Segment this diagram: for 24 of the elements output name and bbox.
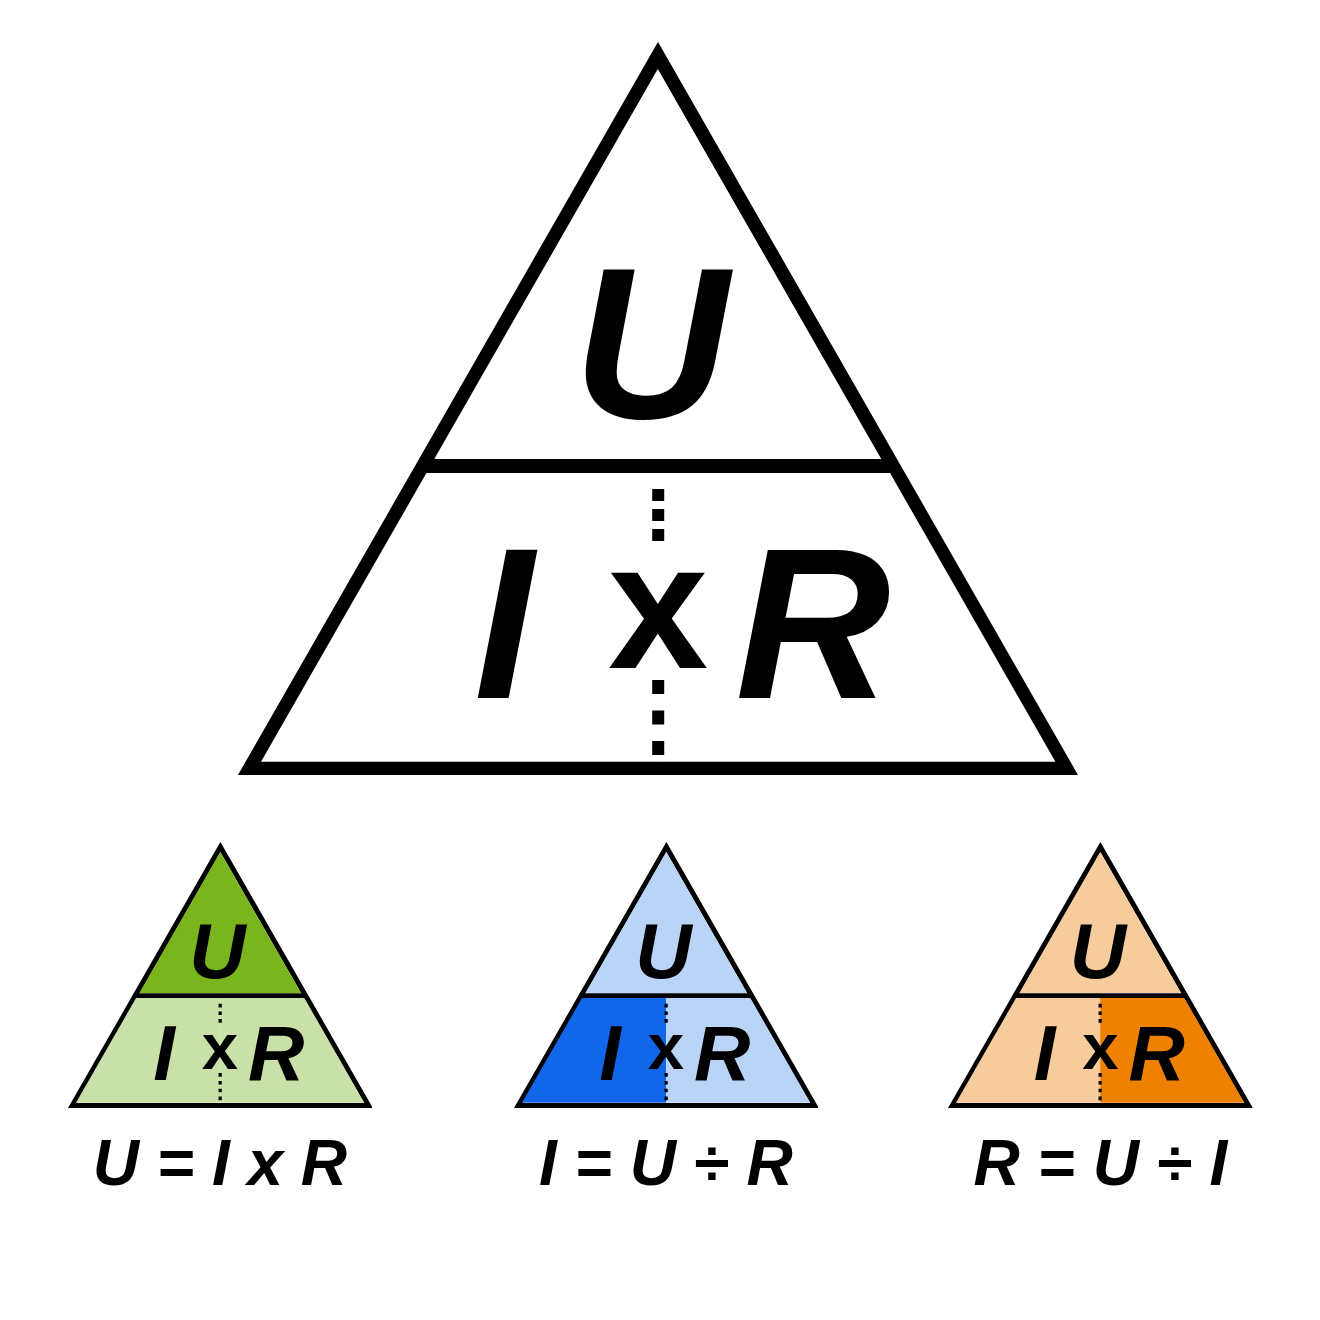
variable-letter: R: [247, 1014, 305, 1092]
variable-letter: I: [599, 1014, 621, 1092]
bottom-section: [75, 998, 365, 1104]
top-section: [1019, 851, 1182, 994]
variable-letter: U: [635, 912, 692, 991]
multiply-sign: x: [201, 1023, 239, 1070]
formula-triangle: [948, 842, 1253, 1108]
variable-letter: I: [153, 1014, 175, 1092]
formula-triangle: [67, 842, 373, 1108]
variable-letter: R: [693, 1014, 751, 1092]
top-section: [138, 851, 302, 994]
variable-letter: R: [1128, 1014, 1185, 1092]
bottom-section: [956, 998, 1245, 1104]
variable-letter: I: [1033, 1014, 1056, 1092]
multiply-sign: x: [1082, 1023, 1119, 1070]
formula-text: U = I x R: [92, 1131, 348, 1195]
multiply-sign: x: [647, 1023, 685, 1070]
top-section: [584, 851, 748, 994]
formula-triangle: [513, 842, 819, 1108]
variable-letter: U: [1069, 912, 1127, 991]
formula-text: I = U ÷ R: [539, 1131, 793, 1195]
formula-text: R = U ÷ I: [973, 1131, 1228, 1195]
variable-letter: U: [189, 912, 246, 991]
bottom-section: [521, 998, 811, 1104]
